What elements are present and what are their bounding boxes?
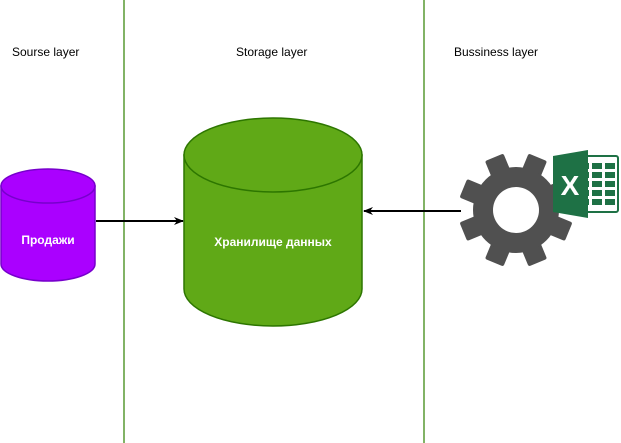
sales-database-label: Продажи [21, 233, 74, 247]
source-layer-title: Sourse layer [12, 45, 79, 59]
data-warehouse-body [183, 154, 363, 327]
data-warehouse-top [183, 117, 363, 193]
storage-layer-title: Storage layer [236, 45, 307, 59]
excel-cover [553, 150, 588, 218]
sales-database-top [0, 168, 96, 204]
data-warehouse[interactable]: Хранилище данных [183, 117, 363, 327]
excel-icon: X [553, 150, 619, 218]
sales-database-body [0, 185, 96, 282]
sales-database[interactable]: Продажи [0, 168, 96, 282]
excel-letter: X [561, 170, 580, 201]
data-warehouse-label: Хранилище данных [214, 235, 332, 249]
gear-hole [493, 187, 539, 233]
business-layer-title: Bussiness layer [454, 45, 538, 59]
